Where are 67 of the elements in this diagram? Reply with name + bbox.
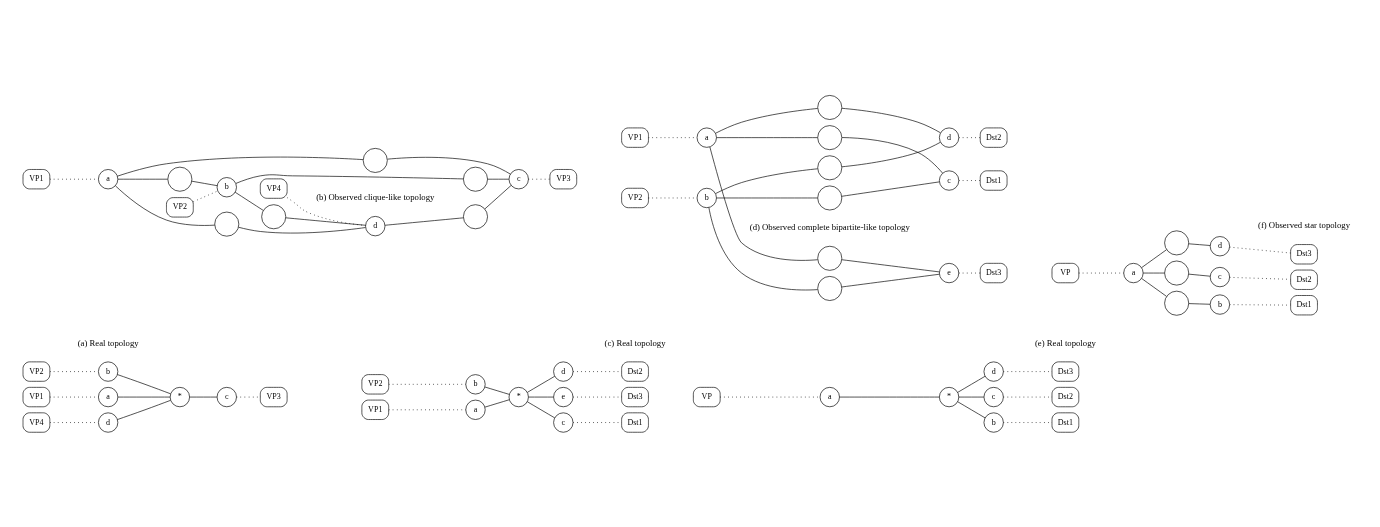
node-circle xyxy=(817,185,843,210)
node-circle xyxy=(817,124,843,150)
connector xyxy=(115,185,216,226)
connector xyxy=(1141,277,1167,297)
connector xyxy=(708,206,818,290)
node-circle xyxy=(362,147,388,173)
connector xyxy=(189,396,218,397)
label: (c) Real topology xyxy=(604,337,666,348)
connector xyxy=(841,107,941,133)
connector xyxy=(715,167,818,194)
node-circle xyxy=(817,154,843,180)
connector xyxy=(1141,248,1167,268)
label: (b) Observed clique-like topology xyxy=(316,191,435,202)
connector xyxy=(709,146,818,261)
connector xyxy=(487,178,510,180)
connector xyxy=(484,386,510,395)
node-circle xyxy=(817,94,843,120)
connector xyxy=(191,180,218,186)
connector xyxy=(117,399,171,420)
connector xyxy=(527,400,556,418)
node-circle xyxy=(817,275,843,301)
connector xyxy=(193,190,219,202)
connector xyxy=(1229,246,1291,253)
connector xyxy=(285,217,366,226)
connector xyxy=(117,373,171,394)
connector xyxy=(286,196,366,226)
node-circle xyxy=(1164,230,1190,255)
node-circle xyxy=(1164,260,1190,285)
node-circle xyxy=(167,166,193,192)
connector xyxy=(384,217,464,226)
connector xyxy=(387,156,511,174)
connector xyxy=(117,178,168,180)
connector xyxy=(527,375,556,393)
connector xyxy=(484,398,510,407)
connector xyxy=(958,396,985,397)
connector xyxy=(716,136,818,138)
connector xyxy=(572,421,622,423)
connector xyxy=(958,272,981,273)
node-circle xyxy=(463,166,488,192)
connector xyxy=(841,273,940,287)
connector xyxy=(841,181,940,197)
label: (f) Observed star topology xyxy=(1257,219,1351,230)
connector xyxy=(117,156,364,176)
node-circle xyxy=(817,245,843,271)
node-circle xyxy=(214,211,240,236)
connector xyxy=(841,141,941,167)
node-circle xyxy=(463,203,488,229)
connector xyxy=(1188,242,1211,246)
label: (a) Real topology xyxy=(77,337,139,348)
connector xyxy=(234,191,264,211)
connector xyxy=(1188,273,1211,277)
connector xyxy=(841,258,940,272)
label: (e) Real topology xyxy=(1034,337,1096,348)
connector xyxy=(716,197,818,198)
connector xyxy=(572,370,622,372)
connector xyxy=(957,375,986,393)
connector xyxy=(235,173,464,184)
label: (d) Observed complete bipartite-like topology xyxy=(749,221,910,232)
connector xyxy=(715,107,818,134)
connector xyxy=(238,226,366,233)
connector xyxy=(484,184,512,209)
connector xyxy=(1188,302,1211,305)
connector xyxy=(957,400,986,418)
node-circle xyxy=(1164,290,1190,316)
connector xyxy=(839,396,940,397)
connector xyxy=(841,136,943,173)
node-circle xyxy=(261,203,287,229)
